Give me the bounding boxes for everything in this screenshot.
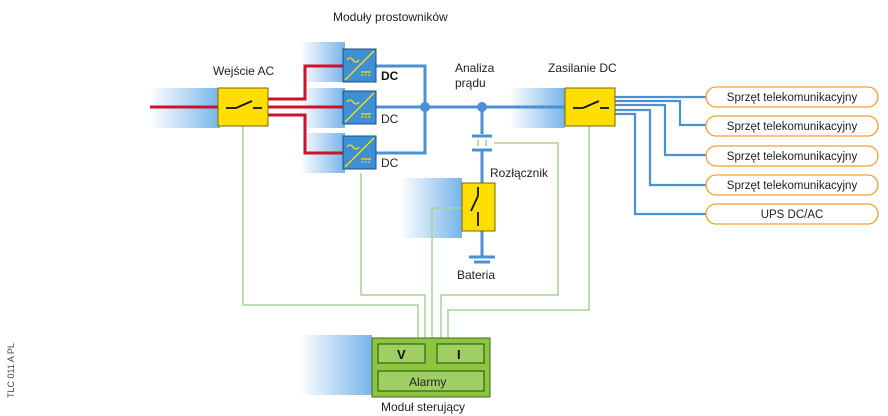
label-disconnector: Rozłącznik (490, 166, 549, 180)
label-dc-supply: Zasilanie DC (548, 61, 617, 75)
battery-symbol (469, 255, 495, 264)
label-control-v: V (397, 347, 406, 362)
label-current-analysis-2: prądu (455, 76, 486, 90)
output-label: Sprzęt telekomunikacyjny (727, 121, 858, 133)
control-alarms-cell (377, 370, 485, 392)
junction-dots (420, 102, 487, 112)
current-shunt (470, 134, 494, 152)
output-label: UPS DC/AC (761, 209, 824, 221)
rectifier-module-3 (342, 135, 377, 170)
output-box-2 (705, 115, 879, 137)
label-current-analysis-1: Analiza (455, 61, 495, 75)
label-dc-1: DC (381, 69, 399, 83)
output-label: Sprzęt telekomunikacyjny (727, 151, 858, 163)
side-code-label: TLC 011 A PL (6, 343, 16, 398)
signal-wires (242, 126, 590, 338)
output-box-3 (705, 145, 879, 167)
dc-supply-switch (564, 87, 616, 127)
output-wires (615, 95, 706, 216)
output-label: Sprzęt telekomunikacyjny (727, 180, 858, 192)
control-i-cell (436, 343, 485, 364)
control-v-cell (377, 343, 426, 364)
label-battery: Bateria (457, 268, 495, 282)
ac-input-switch (217, 87, 269, 127)
ac-wires (150, 64, 343, 155)
signal-wire-dc-supply (447, 126, 590, 338)
signal-wire-rectifiers (360, 173, 426, 338)
label-dc-3: DC (381, 156, 399, 170)
label-control-alarms: Alarmy (409, 375, 446, 389)
rectifier-module-1 (342, 48, 377, 83)
label-control-i: I (457, 347, 461, 362)
label-ac-input: Wejście AC (213, 64, 274, 78)
output-label: Sprzęt telekomunikacyjny (727, 92, 858, 104)
label-control-module: Moduł sterujący (381, 400, 465, 414)
output-box-1 (705, 86, 879, 108)
label-rectifier-modules: Moduły prostowników (333, 10, 448, 24)
label-dc-2: DC (381, 112, 399, 126)
disconnector-switch (461, 182, 496, 232)
output-boxes (705, 86, 879, 225)
output-box-5 (705, 203, 879, 225)
control-module (371, 337, 491, 398)
signal-wire-disconnector (431, 207, 462, 338)
output-box-4 (705, 174, 879, 196)
signal-wire-ac-input (242, 126, 419, 338)
signal-wire-current-analysis (440, 142, 559, 338)
rectifier-module-2 (342, 90, 377, 125)
